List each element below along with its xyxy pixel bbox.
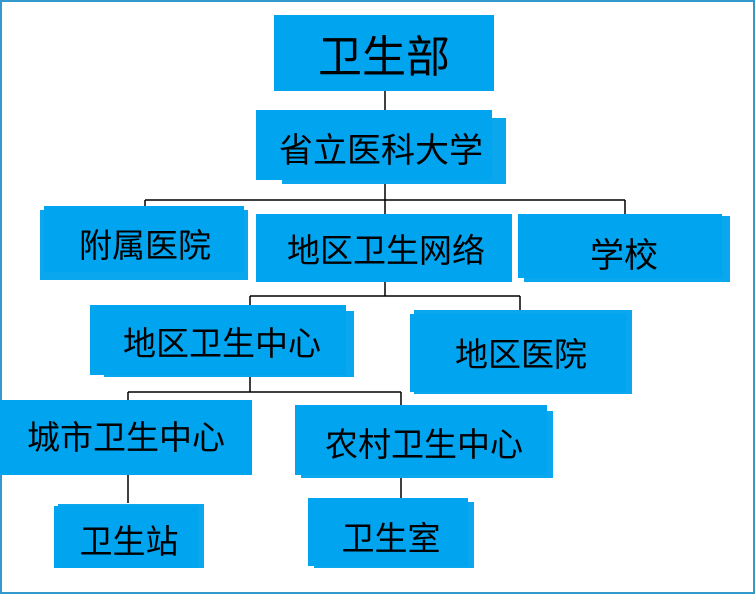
node-health-room: 卫生室: [308, 498, 474, 568]
node-regional-hospital: 地区医院: [410, 310, 632, 394]
node-health-station-label: 卫生站: [79, 522, 179, 561]
node-school: 学校: [518, 212, 730, 282]
node-regional-hospital-label: 地区医院: [455, 335, 587, 374]
node-university: 省立医科大学: [256, 110, 506, 184]
node-city-center-label: 城市卫生中心: [27, 417, 225, 457]
node-affiliated-hospital: 附属医院: [40, 206, 250, 280]
node-health-room-label: 卫生室: [341, 519, 441, 558]
node-regional-center-label: 地区卫生中心: [123, 324, 321, 363]
node-ministry: 卫生部: [274, 15, 494, 91]
node-health-station: 卫生站: [54, 502, 204, 568]
node-regional-network-label: 地区卫生网络: [287, 231, 485, 270]
node-school-label: 学校: [590, 235, 658, 276]
node-city-center: 城市卫生中心: [0, 400, 252, 475]
node-university-label: 省立医科大学: [279, 130, 483, 171]
node-ministry-label: 卫生部: [318, 32, 450, 83]
node-rural-center-label: 农村卫生中心: [325, 424, 523, 464]
node-rural-center: 农村卫生中心: [295, 405, 553, 478]
node-affiliated-hospital-label: 附属医院: [79, 226, 211, 265]
node-regional-center: 地区卫生中心: [90, 305, 354, 377]
node-regional-network: 地区卫生网络: [256, 214, 516, 282]
